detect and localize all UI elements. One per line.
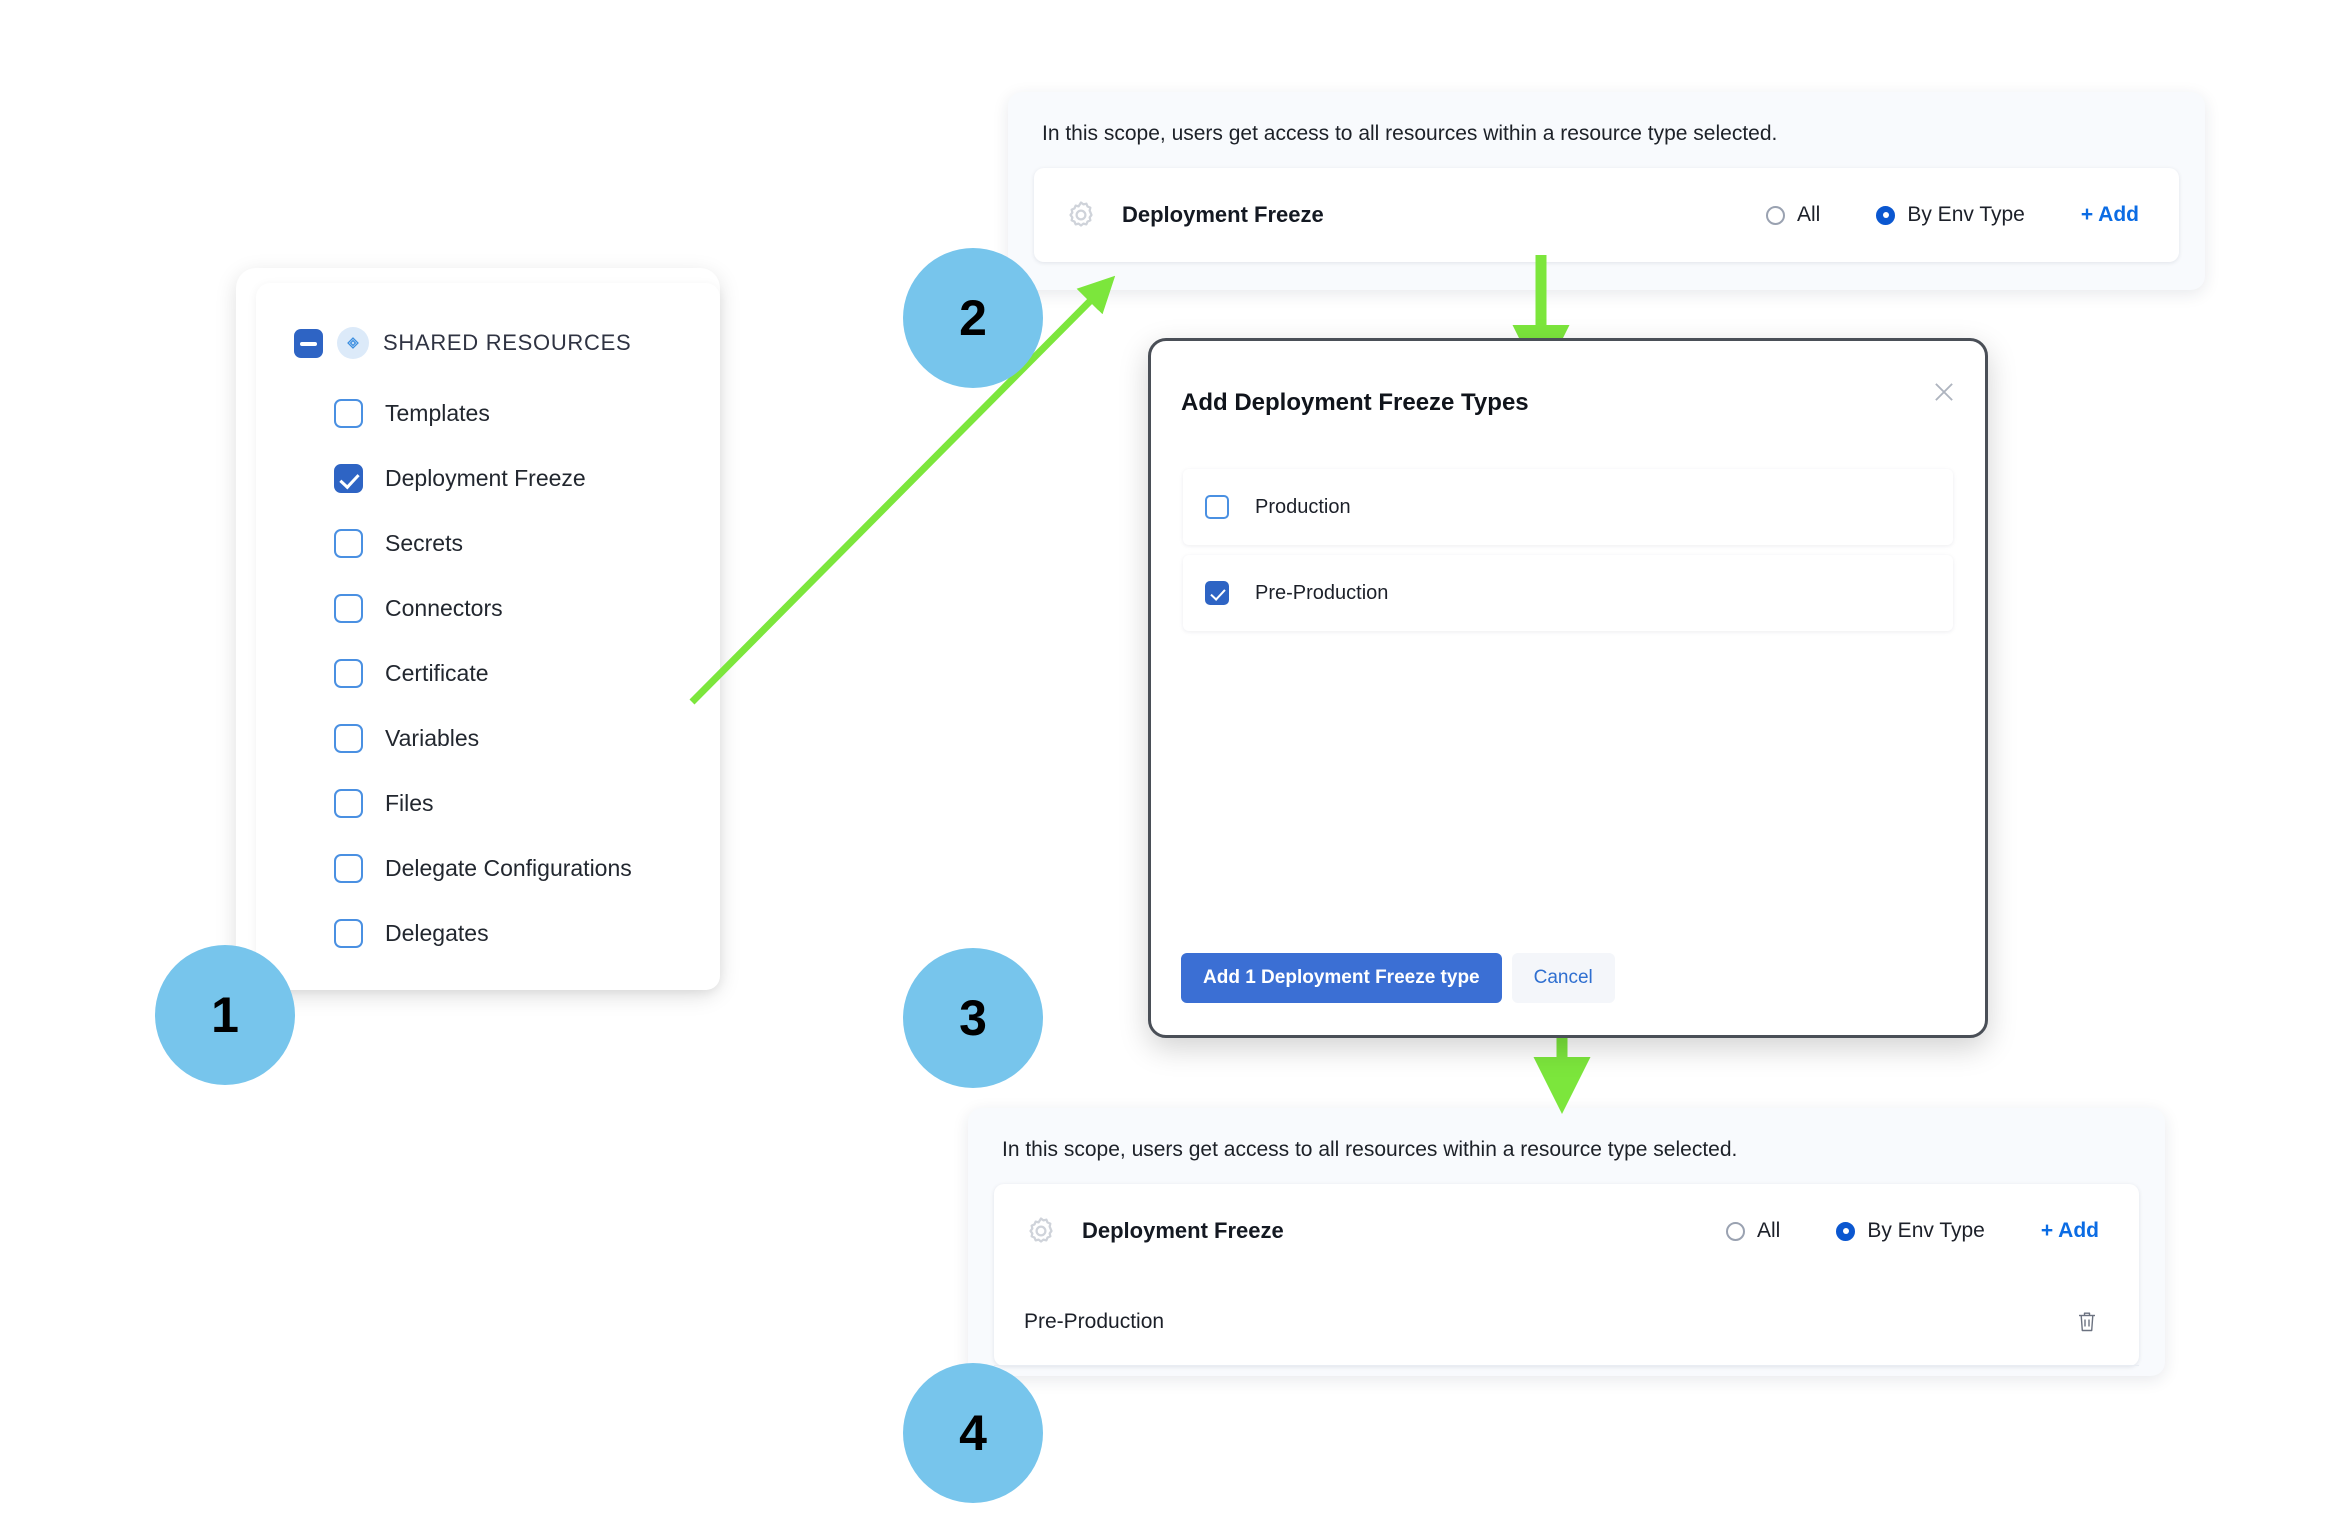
- add-link-bottom[interactable]: + Add: [2040, 1219, 2099, 1242]
- scope-resource-row-bottom: Deployment Freeze All By Env Type + Add: [994, 1184, 2139, 1278]
- list-item[interactable]: Templates: [334, 381, 720, 446]
- scope-panel-top: In this scope, users get access to all r…: [1008, 92, 2205, 290]
- modal-footer: Add 1 Deployment Freeze type Cancel: [1181, 953, 1615, 1003]
- checkbox-production[interactable]: [1205, 495, 1229, 519]
- scope-resource-card-top: Deployment Freeze All By Env Type + Add: [1034, 168, 2179, 262]
- radio-by-env-type-label: By Env Type: [1867, 1219, 1985, 1242]
- list-item-label: Files: [385, 790, 434, 816]
- radio-all-bottom[interactable]: All: [1726, 1219, 1780, 1243]
- shared-resources-header-checkbox[interactable]: [294, 328, 323, 358]
- trash-icon[interactable]: [2075, 1309, 2099, 1335]
- list-item[interactable]: Pre-Production: [1183, 555, 1953, 631]
- freeze-type-option-list: Production Pre-Production: [1183, 469, 1953, 641]
- scope-resource-name-bottom: Deployment Freeze: [1082, 1218, 1284, 1243]
- list-item[interactable]: Delegate Configurations: [334, 836, 720, 901]
- gear-icon: [1024, 1214, 1058, 1248]
- list-item-label: Delegate Configurations: [385, 855, 632, 881]
- scope-resource-card-bottom: Deployment Freeze All By Env Type + Add …: [994, 1184, 2139, 1366]
- radio-by-env-type-label: By Env Type: [1907, 203, 2025, 226]
- scope-resource-row-top: Deployment Freeze All By Env Type + Add: [1034, 168, 2179, 262]
- checkbox-connectors[interactable]: [334, 594, 363, 623]
- list-item-label: Deployment Freeze: [385, 465, 586, 491]
- step-badge-4: 4: [903, 1363, 1043, 1503]
- list-item-label: Secrets: [385, 530, 463, 556]
- checkbox-variables[interactable]: [334, 724, 363, 753]
- radio-all-label: All: [1757, 1219, 1781, 1242]
- list-item-label: Delegates: [385, 920, 489, 946]
- list-item[interactable]: Variables: [334, 706, 720, 771]
- radio-all-top[interactable]: All: [1766, 203, 1820, 227]
- list-item-label: Variables: [385, 725, 480, 751]
- checkbox-files[interactable]: [334, 789, 363, 818]
- tree-header-label: SHARED RESOURCES: [383, 330, 632, 355]
- scope-resource-name-top: Deployment Freeze: [1122, 202, 1324, 227]
- list-item[interactable]: Secrets: [334, 511, 720, 576]
- add-freeze-types-button[interactable]: Add 1 Deployment Freeze type: [1181, 953, 1502, 1003]
- step-badge-3: 3: [903, 948, 1043, 1088]
- radio-all-icon[interactable]: [1726, 1221, 1745, 1241]
- checkbox-delegate-configurations[interactable]: [334, 854, 363, 883]
- radio-all-icon[interactable]: [1766, 205, 1785, 225]
- step-badge-1: 1: [155, 945, 295, 1085]
- shared-resources-list: Templates Deployment Freeze Secrets Conn…: [256, 359, 720, 966]
- step-badge-2: 2: [903, 248, 1043, 388]
- list-item-label: Pre-Production: [1255, 581, 1389, 604]
- list-item[interactable]: Certificate: [334, 641, 720, 706]
- list-item-label: Templates: [385, 400, 490, 426]
- list-item[interactable]: Connectors: [334, 576, 720, 641]
- arrow-1-to-2: [689, 275, 1116, 705]
- checkbox-deployment-freeze[interactable]: [334, 464, 363, 493]
- tree-header-row[interactable]: SHARED RESOURCES: [256, 283, 720, 359]
- modal-title: Add Deployment Freeze Types: [1181, 389, 1529, 416]
- list-item[interactable]: Deployment Freeze: [334, 446, 720, 511]
- resources-diamond-icon: [337, 327, 369, 359]
- close-icon[interactable]: [1929, 377, 1959, 407]
- selected-env-type-row: Pre-Production: [994, 1278, 2139, 1366]
- scope-panel-bottom: In this scope, users get access to all r…: [968, 1108, 2165, 1376]
- list-item-label: Production: [1255, 495, 1351, 518]
- checkbox-delegates[interactable]: [334, 919, 363, 948]
- list-item[interactable]: Production: [1183, 469, 1953, 545]
- add-link-top[interactable]: + Add: [2080, 203, 2139, 226]
- selected-env-type-label: Pre-Production: [1024, 1309, 1165, 1333]
- gear-icon: [1064, 198, 1098, 232]
- checkbox-secrets[interactable]: [334, 529, 363, 558]
- radio-all-label: All: [1797, 203, 1821, 226]
- checkbox-pre-production[interactable]: [1205, 581, 1229, 605]
- add-deployment-freeze-types-modal: Add Deployment Freeze Types Production P…: [1148, 338, 1988, 1038]
- scope-note-top: In this scope, users get access to all r…: [1042, 122, 1778, 145]
- list-item-label: Certificate: [385, 660, 489, 686]
- checkbox-certificate[interactable]: [334, 659, 363, 688]
- radio-by-env-type-bottom[interactable]: By Env Type: [1836, 1219, 1985, 1243]
- cancel-button[interactable]: Cancel: [1511, 953, 1615, 1003]
- list-item[interactable]: Delegates: [334, 901, 720, 966]
- radio-by-env-type-icon[interactable]: [1836, 1221, 1856, 1241]
- radio-by-env-type-icon[interactable]: [1876, 205, 1896, 225]
- checkbox-templates[interactable]: [334, 399, 363, 428]
- radio-by-env-type-top[interactable]: By Env Type: [1876, 203, 2025, 227]
- list-item-label: Connectors: [385, 595, 503, 621]
- list-item[interactable]: Files: [334, 771, 720, 836]
- shared-resources-tree-card: SHARED RESOURCES Templates Deployment Fr…: [256, 283, 720, 990]
- scope-note-bottom: In this scope, users get access to all r…: [1002, 1138, 1738, 1161]
